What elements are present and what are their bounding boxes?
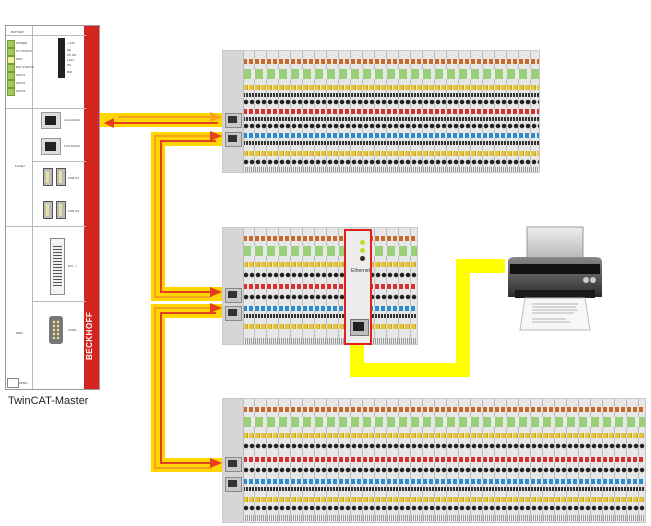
ethercat-out-port[interactable] [225, 132, 242, 147]
ethernet-switchport-module: Ethernet [344, 229, 372, 345]
ethercat-cable-master-to-station1 [100, 113, 224, 127]
ethercat-coupler [223, 51, 244, 172]
arrow-right-icon [210, 458, 222, 468]
led-pc-status-label: PC STATUS [16, 49, 33, 53]
msd-label: MSD [16, 331, 23, 335]
link-act-led [360, 248, 365, 253]
led-power-label: POWER [16, 41, 28, 45]
flash-label: FLASH [15, 164, 25, 168]
usb-34-label: USB 3/4 [68, 209, 80, 213]
power-terminal-block [58, 38, 65, 78]
terminal-label: PS [67, 63, 72, 67]
led-gpio2 [7, 80, 15, 88]
err-led [360, 256, 365, 261]
printer-icon [508, 226, 602, 331]
ethercat-cable-station1-to-station2 [151, 132, 224, 301]
ethercat-station-3 [222, 398, 646, 523]
ethercat-cable-station2-to-station3 [151, 304, 224, 472]
com1-label: COM1 [68, 328, 77, 332]
terminal-label: BAT [67, 70, 73, 74]
lan-port-2-label: LAN 10/100 [64, 144, 80, 148]
led-bat-status-label: BAT STATUS [16, 65, 34, 69]
ethercat-station-1 [222, 50, 540, 173]
ethernet-cable-to-printer [350, 259, 505, 377]
led-gpio3-label: GPIO3 [16, 89, 26, 93]
dvi-label: DVI - I [68, 264, 77, 268]
led-hdd-label: HDD [16, 57, 23, 61]
led-bat-status [7, 64, 15, 72]
dvi-port[interactable] [50, 238, 65, 295]
usb-port-2[interactable] [56, 168, 66, 186]
open-slot [7, 378, 19, 388]
ethercat-out-port[interactable] [225, 477, 242, 492]
ethercat-station-2 [222, 227, 418, 345]
arrow-right-icon [210, 303, 222, 313]
arrow-right-icon [210, 287, 222, 297]
twincat-master-plc: BECKHOFF BATTERY POWER PC STATUS HDD BAT… [5, 25, 100, 390]
ethercat-in-port[interactable] [225, 457, 242, 472]
usb-port-3[interactable] [43, 201, 53, 219]
master-caption: TwinCAT-Master [8, 395, 89, 407]
led-gpio1-label: GPIO1 [16, 73, 26, 77]
terminal-label: PE [67, 48, 72, 52]
led-gpio1 [7, 72, 15, 80]
terminal-label: PS ON [67, 53, 77, 57]
terminal-label: + 24V [67, 41, 75, 45]
plc-brand-bar: BECKHOFF [84, 26, 99, 389]
run-led [360, 240, 365, 245]
arrow-right-icon [210, 131, 222, 141]
ethercat-coupler [223, 228, 244, 344]
arrow-right-icon [210, 112, 222, 122]
lan-port-1-label: LAN 10/100 [64, 118, 80, 122]
usb-port-4[interactable] [56, 201, 66, 219]
ethercat-in-port[interactable] [225, 113, 242, 128]
rj45-port[interactable] [350, 319, 369, 336]
ethercat-cable-bundle [100, 112, 224, 472]
led-gpio2-label: GPIO2 [16, 81, 26, 85]
battery-label: BATTERY [11, 30, 25, 34]
usb-port-1[interactable] [43, 168, 53, 186]
plc-left-column [6, 26, 33, 389]
open-label: OPEN [19, 381, 28, 385]
led-pc-status [7, 48, 15, 56]
ethercat-in-port[interactable] [225, 288, 242, 303]
led-gpio3 [7, 88, 15, 96]
ethercat-out-port[interactable] [225, 306, 242, 321]
com1-port[interactable] [49, 316, 63, 344]
led-power [7, 40, 15, 48]
ethernet-module-label: Ethernet [351, 268, 370, 274]
ethercat-coupler [223, 399, 244, 522]
arrow-left-icon [104, 118, 114, 128]
led-hdd [7, 56, 15, 64]
terminal-label: +24V [67, 58, 75, 62]
lan-port-2[interactable] [41, 138, 61, 155]
usb-12-label: USB 1/2 [68, 176, 80, 180]
lan-port-1[interactable] [41, 112, 61, 129]
